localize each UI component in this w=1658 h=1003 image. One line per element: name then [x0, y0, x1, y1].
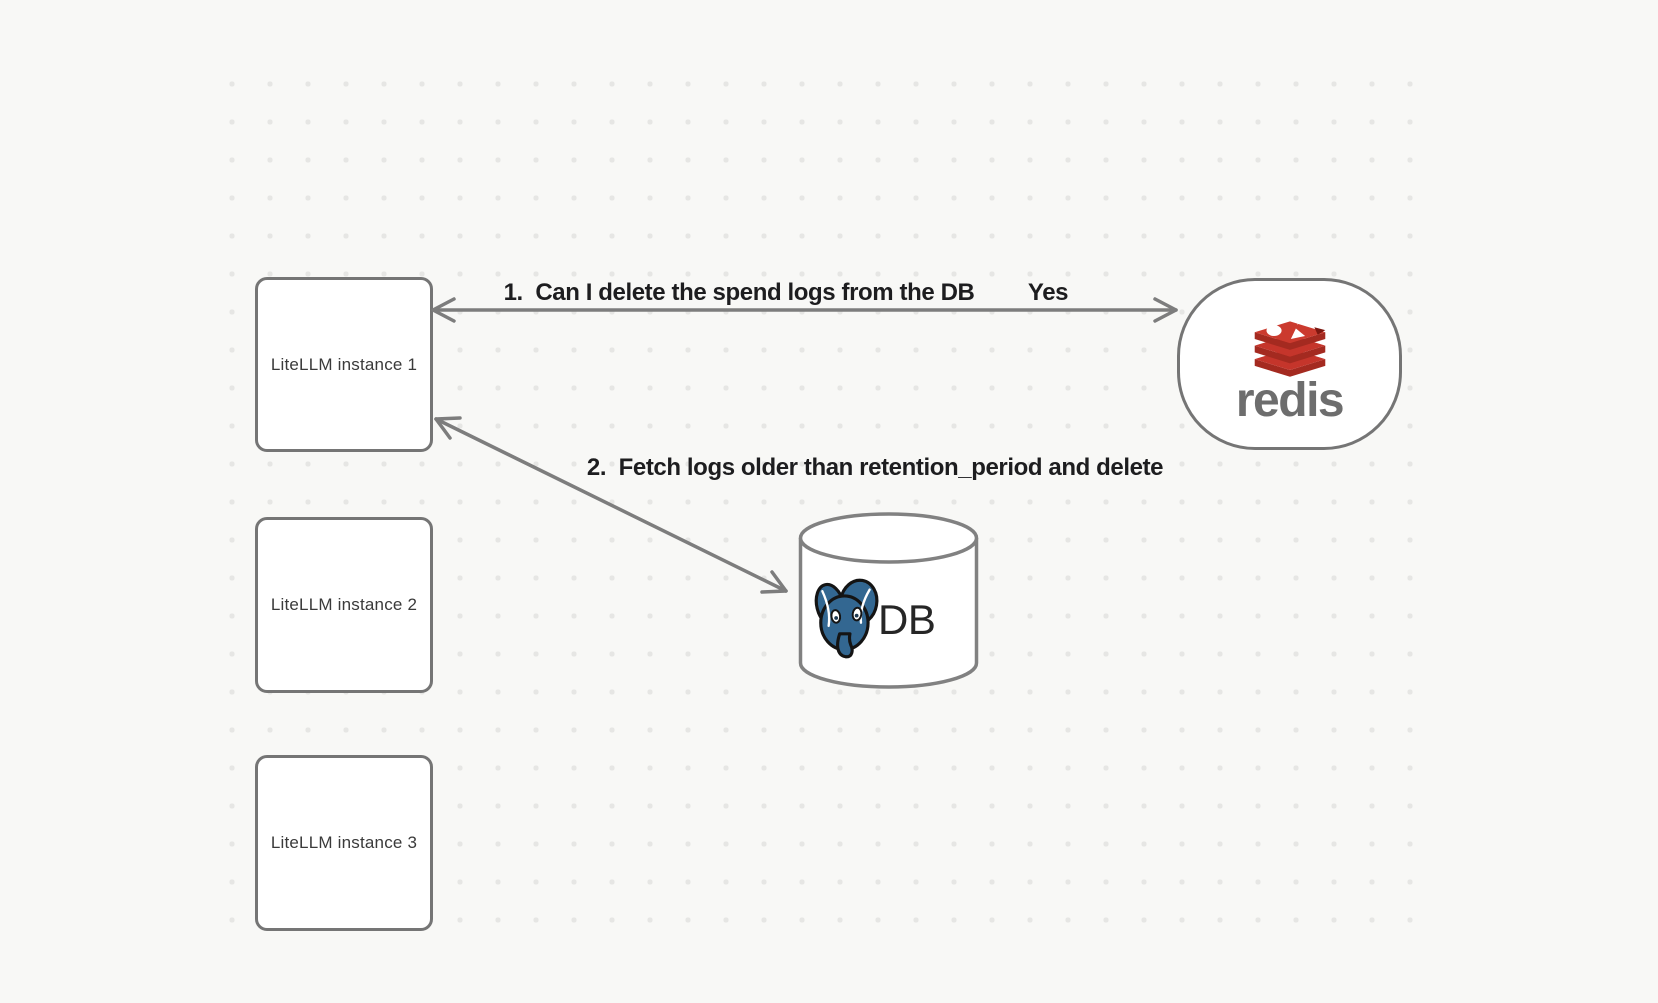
- node-label: LiteLLM instance 1: [270, 354, 418, 374]
- postgresql-elephant-icon: [806, 577, 886, 664]
- node-label: LiteLLM instance 2: [270, 595, 418, 614]
- node-litellm-instance-1[interactable]: LiteLLM instance 1: [255, 277, 433, 452]
- db-label: DB: [878, 596, 936, 643]
- node-litellm-instance-3[interactable]: LiteLLM instance 3: [255, 755, 433, 931]
- node-redis[interactable]: redis: [1177, 278, 1402, 450]
- node-label: LiteLLM instance 3: [270, 833, 418, 852]
- redis-stack-icon: [1248, 311, 1332, 382]
- arrow2-label[interactable]: 2. Fetch logs older than retention_perio…: [586, 454, 1164, 481]
- node-litellm-instance-2[interactable]: LiteLLM instance 2: [255, 517, 433, 693]
- arrow-instance1-to-db[interactable]: [434, 416, 788, 594]
- arrow1-answer-label[interactable]: Yes: [1027, 279, 1069, 306]
- arrow1-label[interactable]: 1. Can I delete the spend logs from the …: [503, 279, 975, 306]
- redis-wordmark: redis: [1235, 374, 1345, 427]
- db-node-content: DB: [806, 578, 936, 660]
